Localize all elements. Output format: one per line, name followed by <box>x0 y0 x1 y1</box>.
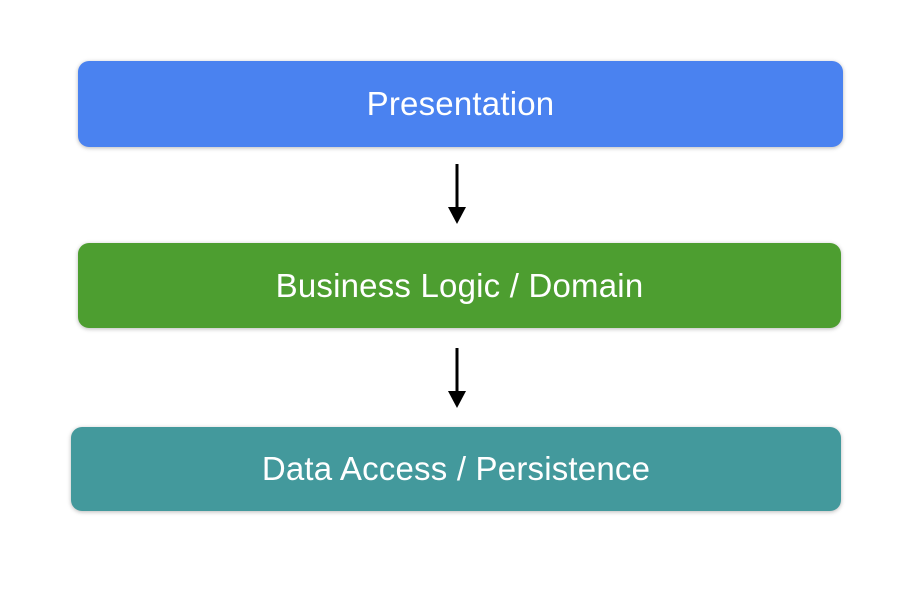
arrow-head-icon <box>448 391 466 408</box>
layer-label-presentation: Presentation <box>366 85 555 122</box>
layer-box-business-logic: Business Logic / Domain <box>78 243 841 328</box>
layer-box-data-access: Data Access / Persistence <box>71 427 841 511</box>
down-arrow-connector <box>448 164 466 224</box>
down-arrow-connector <box>448 348 466 408</box>
layer-box-presentation: Presentation <box>78 61 843 147</box>
layer-label-data-access: Data Access / Persistence <box>261 450 651 487</box>
layer-label-business-logic: Business Logic / Domain <box>275 266 644 304</box>
arrow-head-icon <box>448 207 466 224</box>
